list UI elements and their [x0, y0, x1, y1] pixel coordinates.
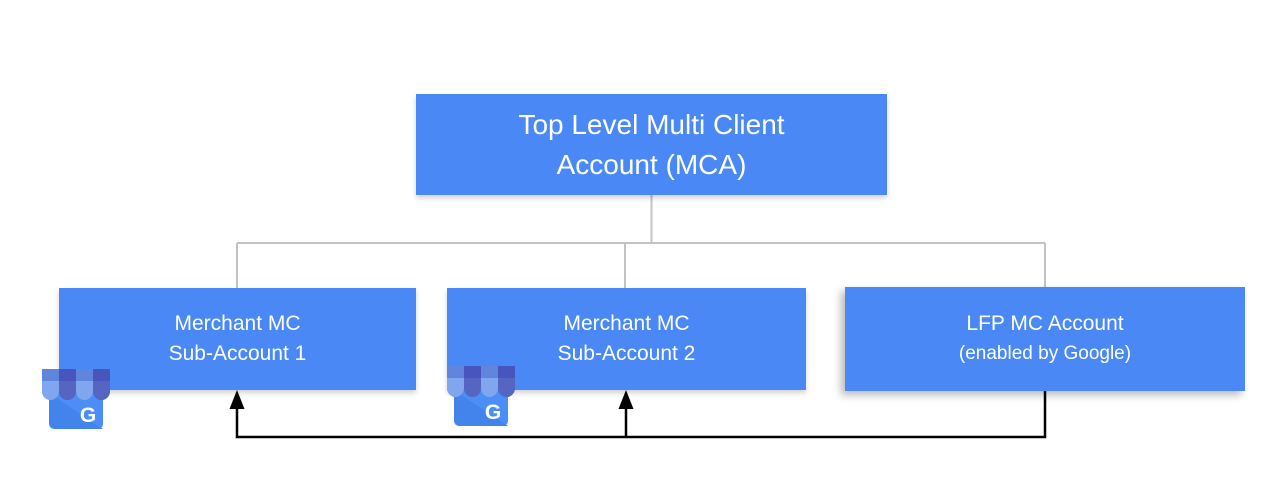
storefront-icon-graphic: G: [447, 366, 515, 426]
google-business-icon: G: [445, 362, 517, 428]
node-label-line2: Sub-Account 1: [168, 342, 307, 365]
node-label-line1: LFP MC Account: [966, 312, 1124, 335]
arrowhead-to-sub2: [618, 390, 634, 409]
google-g-letter: G: [80, 404, 96, 427]
storefront-icon-graphic: G: [42, 369, 110, 429]
node-label-line2: Account (MCA): [556, 148, 747, 180]
google-g-letter: G: [485, 401, 501, 424]
node-label-line1: Top Level Multi Client: [518, 108, 785, 140]
arrowhead-to-sub1: [229, 390, 245, 409]
node-top-level-mca: Top Level Multi Client Account (MCA): [416, 94, 887, 195]
node-merchant-sub-account-1: Merchant MC Sub-Account 1: [59, 288, 416, 390]
node-label-line1: Merchant MC: [174, 312, 301, 335]
node-lfp-mc-account: LFP MC Account (enabled by Google): [845, 287, 1245, 391]
lfp-arrow-connector: [235, 391, 1047, 439]
tree-connector: [236, 195, 1046, 288]
node-label-line2: Sub-Account 2: [557, 342, 696, 365]
node-label-line2: (enabled by Google): [958, 343, 1132, 364]
google-business-icon: G: [40, 365, 112, 431]
node-label-line1: Merchant MC: [563, 312, 690, 335]
